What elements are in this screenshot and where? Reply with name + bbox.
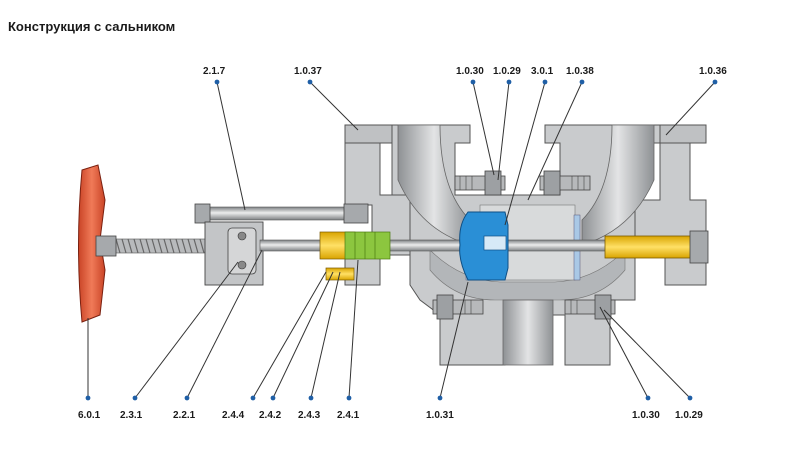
label-2-4-1: 2.4.1 xyxy=(337,410,360,421)
spindle-assembly xyxy=(99,203,709,286)
part-labels: 2.1.7 1.0.37 1.0.30 1.0.29 3.0.1 1.0.38 … xyxy=(78,66,727,421)
label-2-4-4: 2.4.4 xyxy=(222,410,245,421)
label-3-0-1: 3.0.1 xyxy=(531,66,554,77)
valve-disc xyxy=(459,211,509,281)
label-2-1-7: 2.1.7 xyxy=(203,66,226,77)
label-1-0-30-top: 1.0.30 xyxy=(456,66,484,77)
label-1-0-36: 1.0.36 xyxy=(699,66,727,77)
label-2-4-2: 2.4.2 xyxy=(259,410,282,421)
label-1-0-29-bottom: 1.0.29 xyxy=(675,410,703,421)
label-2-2-1: 2.2.1 xyxy=(173,410,196,421)
label-1-0-31: 1.0.31 xyxy=(426,410,454,421)
label-1-0-38: 1.0.38 xyxy=(566,66,594,77)
label-1-0-29-top: 1.0.29 xyxy=(493,66,521,77)
label-1-0-37: 1.0.37 xyxy=(294,66,322,77)
handwheel xyxy=(78,164,117,323)
leaders xyxy=(85,79,718,401)
flange-bolts-upper xyxy=(454,170,591,196)
label-2-3-1: 2.3.1 xyxy=(120,410,143,421)
label-6-0-1: 6.0.1 xyxy=(78,410,101,421)
diagram-title: Конструкция с сальником xyxy=(8,19,176,34)
flange-bolts-lower xyxy=(432,294,616,320)
label-2-4-3: 2.4.3 xyxy=(298,410,321,421)
label-1-0-30-bottom: 1.0.30 xyxy=(632,410,660,421)
